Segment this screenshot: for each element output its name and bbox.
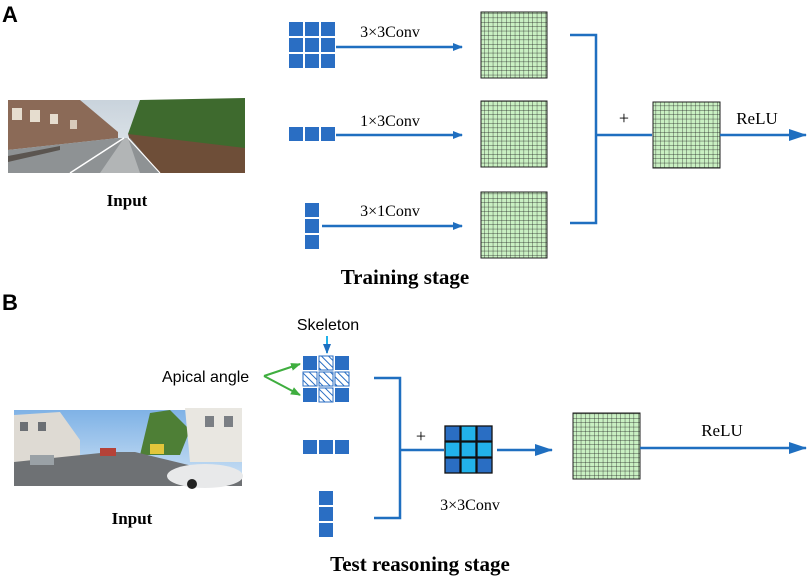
fused-skeleton-cell bbox=[476, 441, 493, 458]
fused-conv-label: 3×3Conv bbox=[440, 497, 500, 514]
apical-cell bbox=[303, 356, 317, 370]
stage-label-a: Training stage bbox=[341, 265, 470, 289]
fused-skeleton-cell bbox=[460, 457, 477, 474]
relu-label-b: ReLU bbox=[701, 421, 743, 440]
sum-symbol-b: + bbox=[416, 426, 426, 446]
kernel-cell-3x3 bbox=[289, 38, 303, 52]
fused-skeleton-cell bbox=[460, 425, 477, 442]
input-label-a: Input bbox=[107, 191, 148, 210]
skeleton-cell bbox=[302, 371, 318, 387]
input-photo-b bbox=[14, 408, 243, 489]
kernel-cell-1x3-b bbox=[319, 440, 333, 454]
kernels-a bbox=[289, 22, 335, 249]
branch-label-3x3: 3×3Conv bbox=[360, 24, 420, 41]
feature-map-3x3 bbox=[480, 11, 548, 79]
kernel-cell-3x1 bbox=[305, 235, 319, 249]
feature-map-3x1 bbox=[480, 191, 548, 259]
apical-cell bbox=[335, 356, 349, 370]
kernel-cell-3x3 bbox=[321, 54, 335, 68]
skeleton-cell bbox=[334, 371, 350, 387]
kernel-cell-3x1 bbox=[305, 219, 319, 233]
feature-map-b bbox=[572, 412, 641, 480]
fused-skeleton-cell bbox=[444, 441, 461, 458]
sum-bracket-a bbox=[570, 33, 598, 225]
skeleton-cell bbox=[318, 355, 334, 371]
relu-label-a: ReLU bbox=[736, 109, 778, 128]
fused-corner-cell bbox=[444, 457, 461, 474]
kernel-cell-3x3 bbox=[321, 22, 335, 36]
branch-label-1x3: 1×3Conv bbox=[360, 113, 420, 130]
kernel-cell-1x3 bbox=[305, 127, 319, 141]
kernel-cell-3x3 bbox=[305, 22, 319, 36]
input-label-b: Input bbox=[112, 509, 153, 528]
feature-map-sum-a bbox=[652, 101, 721, 169]
panel-a-letter: A bbox=[2, 2, 18, 27]
kernel-cell-3x3 bbox=[321, 38, 335, 52]
stage-label-b: Test reasoning stage bbox=[330, 552, 510, 576]
apical-cell bbox=[335, 388, 349, 402]
sum-symbol-a: + bbox=[619, 108, 629, 128]
fused-kernel bbox=[444, 425, 493, 474]
apical-angle-label: Apical angle bbox=[162, 369, 249, 386]
kernel-cell-1x3 bbox=[289, 127, 303, 141]
kernel-cell-3x3 bbox=[289, 54, 303, 68]
fused-corner-cell bbox=[476, 425, 493, 442]
feature-map-1x3 bbox=[480, 100, 548, 168]
apical-arrow-top bbox=[263, 363, 301, 377]
fused-corner-cell bbox=[444, 425, 461, 442]
kernel-cell-3x3 bbox=[305, 54, 319, 68]
kernel-cell-3x1-b bbox=[319, 523, 333, 537]
kernel-cell-3x1-b bbox=[319, 491, 333, 505]
apical-cell bbox=[303, 388, 317, 402]
fused-skeleton-cell bbox=[460, 441, 477, 458]
kernel-cell-3x1 bbox=[305, 203, 319, 217]
skeleton-label: Skeleton bbox=[297, 317, 359, 334]
kernel-cell-1x3-b bbox=[335, 440, 349, 454]
fused-corner-cell bbox=[476, 457, 493, 474]
branch-label-3x1: 3×1Conv bbox=[360, 203, 420, 220]
kernels-b bbox=[302, 355, 350, 537]
kernel-cell-1x3 bbox=[321, 127, 335, 141]
kernel-cell-3x3 bbox=[289, 22, 303, 36]
kernel-cell-3x1-b bbox=[319, 507, 333, 521]
skeleton-cell bbox=[318, 371, 334, 387]
panel-b-letter: B bbox=[2, 290, 18, 315]
skeleton-cell bbox=[318, 387, 334, 403]
sum-bracket-b bbox=[374, 376, 402, 520]
apical-arrow-bottom bbox=[263, 375, 301, 396]
kernel-cell-1x3-b bbox=[303, 440, 317, 454]
input-photo-a bbox=[8, 98, 245, 174]
kernel-cell-3x3 bbox=[305, 38, 319, 52]
